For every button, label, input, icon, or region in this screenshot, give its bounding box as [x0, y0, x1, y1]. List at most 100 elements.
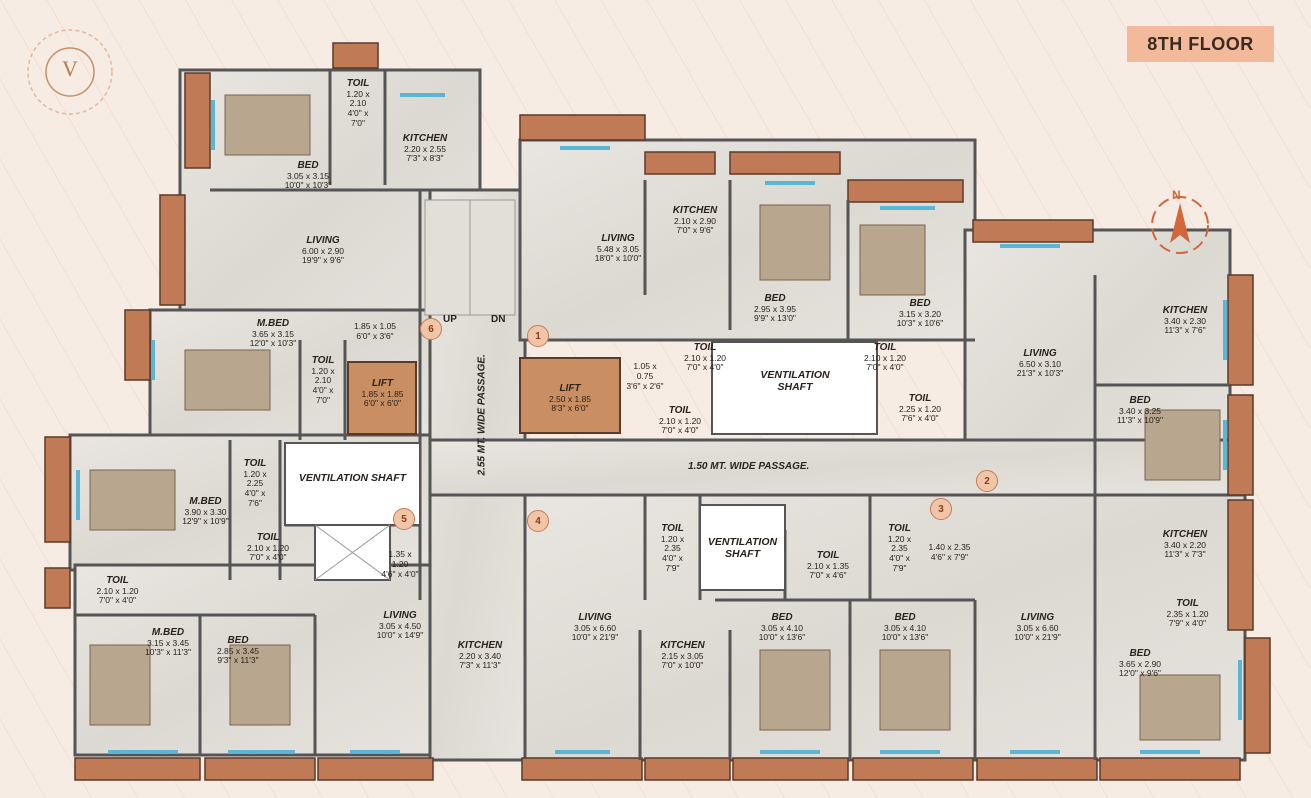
room-dimensions-feet: 11'3" x 7'3": [1164, 549, 1206, 560]
room-name: M.BED: [151, 627, 185, 638]
room-name: TOIL: [1176, 598, 1199, 609]
room-dimensions-feet: 19'9" x 9'6": [302, 255, 344, 266]
room-dimensions-feet: 10'3" x 10'6": [896, 318, 944, 329]
room-name: KITCHEN: [402, 133, 448, 144]
room-dimensions-feet: 4'0" x 7'6": [244, 488, 266, 508]
room-dimensions-feet: 9'9" x 13'0": [754, 313, 796, 324]
room-dimensions-metric: 1.20 x 2.35: [887, 533, 912, 554]
room-dimensions-feet: 10'0" x 13'6": [881, 632, 929, 643]
room-dimensions-metric: 3.65 x 3.15: [251, 328, 295, 339]
room-dimensions-metric: 3.05 x 4.50: [378, 620, 422, 631]
room-dimensions-metric: 2.10 x 1.35: [806, 560, 850, 571]
room-name: BED: [909, 298, 931, 309]
room-dimensions-feet: 7'0" x 4'0": [661, 425, 699, 436]
room-dimensions-metric: 3.15 x 3.20: [898, 308, 942, 319]
room-dimensions-metric: 2.10 x 1.20: [683, 352, 727, 363]
room-dimensions-metric: 2.85 x 3.45: [216, 645, 260, 656]
unit-marker-6: 6: [420, 318, 442, 340]
room-dimensions-metric: 2.15 x 3.05: [661, 650, 704, 661]
room-dimensions-feet: 7'3" x 8'3": [406, 153, 444, 164]
room-name: M.BED: [189, 496, 222, 507]
room-dimensions-metric: 3.40 x 3.25: [1118, 405, 1162, 416]
room-name: TOIL: [661, 523, 684, 534]
passage-horizontal-label: 1.50 MT. WIDE PASSAGE.: [688, 461, 810, 472]
room-name: LIVING: [306, 235, 340, 246]
room-dimensions-feet: 7'9" x 4'0": [1168, 618, 1207, 629]
room-dimensions-metric: 6.00 x 2.90: [301, 245, 345, 256]
room-dimensions-metric: 3.05 x 4.10: [883, 622, 927, 633]
room-dimensions-feet: 10'3" x 11'3": [145, 647, 191, 658]
room-name: BED: [764, 293, 786, 304]
room-name: BED: [227, 635, 249, 646]
room-dimensions-feet: 10'0" x 10'3": [284, 180, 332, 191]
stair-down-label: DN: [491, 314, 506, 325]
room-dimensions-metric: 3.65 x 2.90: [1118, 658, 1162, 669]
room-name: LIVING: [578, 612, 612, 623]
room-dimensions-metric: 3.05 x 4.10: [760, 622, 804, 633]
room-name: LIFT: [371, 378, 394, 389]
room-dimensions-feet: 21'3" x 10'3": [1016, 368, 1064, 379]
room-dimensions-feet: 10'0" x 14'9": [376, 630, 424, 641]
room-dimensions-feet: 4'0" x 7'9": [662, 553, 683, 573]
room-name: KITCHEN: [672, 205, 718, 216]
room-name: TOIL: [243, 458, 267, 469]
room-dimensions-metric: 1.35 x 1.20: [388, 549, 412, 569]
room-dimensions-metric: 1.05 x 0.75: [633, 361, 657, 381]
room-dimensions-feet: 7'0" x 4'0": [98, 595, 137, 606]
room-dimensions-feet: 3'6" x 2'6": [626, 380, 664, 391]
room-dimensions-feet: 6'0" x 3'6": [356, 330, 394, 341]
room-dimensions-metric: 2.10 x 1.20: [658, 415, 702, 426]
compass-icon: [1151, 196, 1209, 254]
room-name: TOIL: [888, 523, 911, 534]
room-name: M.BED: [256, 318, 290, 329]
floor-label: 8TH FLOOR: [1127, 26, 1274, 62]
unit-marker-4: 4: [527, 510, 549, 532]
room-dimensions-feet: 11'3" x 10'9": [1117, 415, 1163, 426]
room-dimensions-metric: 3.15 x 3.45: [146, 637, 190, 648]
room-dimensions-feet: 6'0" x 6'0": [363, 398, 402, 409]
room-dimensions-feet: 7'6" x 4'0": [901, 413, 939, 424]
room-name: TOIL: [668, 405, 692, 416]
room-name: LIVING: [1020, 612, 1055, 623]
room-dimensions-metric: 2.10 x 1.20: [246, 542, 290, 553]
unit-marker-1: 1: [527, 325, 549, 347]
room-name: BED: [894, 612, 916, 623]
room-dimensions-metric: 2.10 x 1.20: [863, 352, 907, 363]
room-name: KITCHEN: [1162, 529, 1208, 540]
room-name: TOIL: [908, 393, 932, 404]
room-dimensions-metric: 3.05 x 6.60: [1016, 622, 1059, 633]
room-dimensions-feet: 7'3" x 11'3": [459, 660, 501, 671]
room-dimensions-metric: 5.48 x 3.05: [596, 243, 640, 254]
room-dimensions-feet: 4'6" x 7'9": [930, 551, 969, 562]
room-dimensions-metric: 1.85 x 1.85: [361, 388, 404, 399]
room-name: LIFT: [559, 383, 581, 394]
room-dimensions-metric: 1.85 x 1.05: [353, 321, 397, 331]
room-name: BED: [1129, 648, 1151, 659]
stair-up-label: UP: [443, 314, 457, 325]
room-dimensions-metric: 1.20 x 2.35: [660, 533, 685, 554]
room-dimensions-feet: 10'0" x 21'9": [571, 632, 619, 643]
room-dimensions-metric: 1.20 x 2.10: [311, 365, 335, 386]
room-dimensions-feet: 7'0" x 4'0": [686, 362, 724, 373]
room-dimensions-metric: 6.50 x 3.10: [1018, 358, 1062, 369]
room-dimensions-feet: 12'0" x 10'3": [249, 338, 297, 349]
room-dimensions-metric: 2.10 x 1.20: [96, 585, 139, 596]
room-dimensions-feet: 10'0" x 13'6": [758, 632, 806, 643]
